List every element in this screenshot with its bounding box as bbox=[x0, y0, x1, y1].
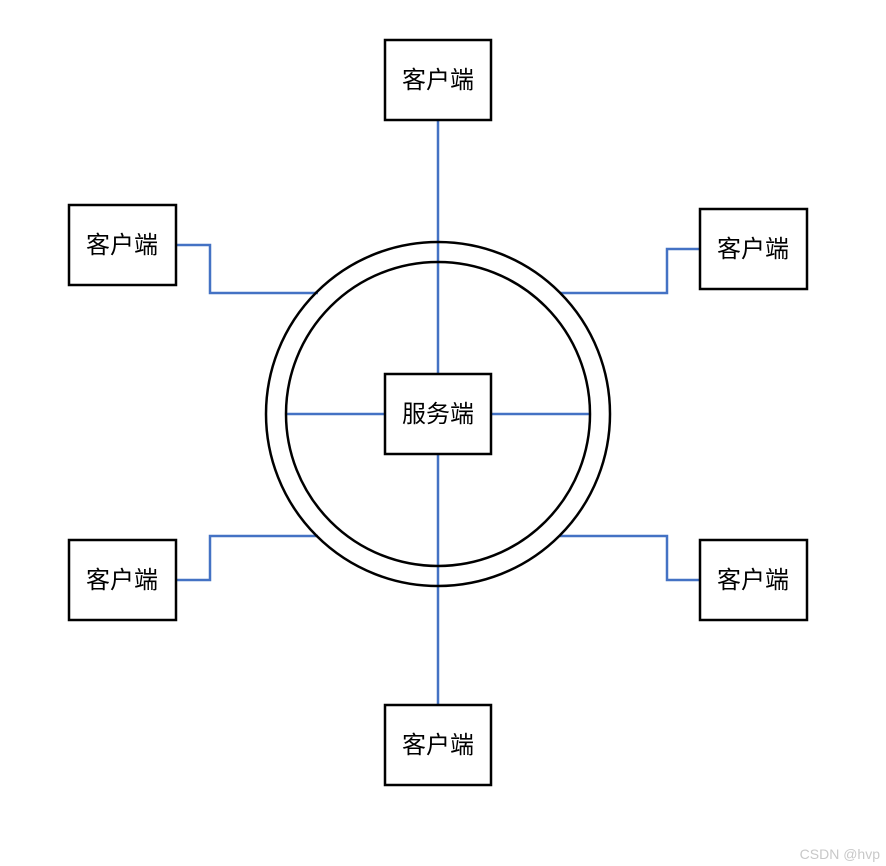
client-box bbox=[67, 538, 178, 622]
client-node-upper-left: 客户端 bbox=[67, 203, 178, 287]
client-node-bottom: 客户端 bbox=[383, 703, 493, 787]
server-box bbox=[383, 372, 493, 456]
connector-upper-right bbox=[560, 247, 700, 295]
client-label: 客户端 bbox=[717, 566, 789, 594]
client-label: 客户端 bbox=[717, 235, 789, 263]
client-box bbox=[383, 38, 493, 122]
client-label: 客户端 bbox=[86, 231, 158, 259]
client-label: 客户端 bbox=[86, 566, 158, 594]
connector-lower-right bbox=[560, 534, 700, 582]
client-box bbox=[67, 203, 178, 287]
client-label: 客户端 bbox=[402, 66, 474, 94]
connectors bbox=[176, 120, 700, 705]
server-node: 服务端 bbox=[383, 372, 493, 456]
client-node-lower-left: 客户端 bbox=[67, 538, 178, 622]
client-box bbox=[698, 207, 809, 291]
watermark: CSDN @hvp bbox=[799, 846, 880, 862]
outer-ring bbox=[264, 240, 612, 588]
connector-lower-left bbox=[176, 534, 318, 582]
client-node-top: 客户端 bbox=[383, 38, 493, 122]
client-box bbox=[698, 538, 809, 622]
inner-ring bbox=[284, 260, 592, 568]
connector-upper-left bbox=[176, 243, 318, 295]
client-box bbox=[383, 703, 493, 787]
client-label: 客户端 bbox=[402, 731, 474, 759]
client-node-upper-right: 客户端 bbox=[698, 207, 809, 291]
client-node-lower-right: 客户端 bbox=[698, 538, 809, 622]
server-label: 服务端 bbox=[402, 400, 474, 428]
